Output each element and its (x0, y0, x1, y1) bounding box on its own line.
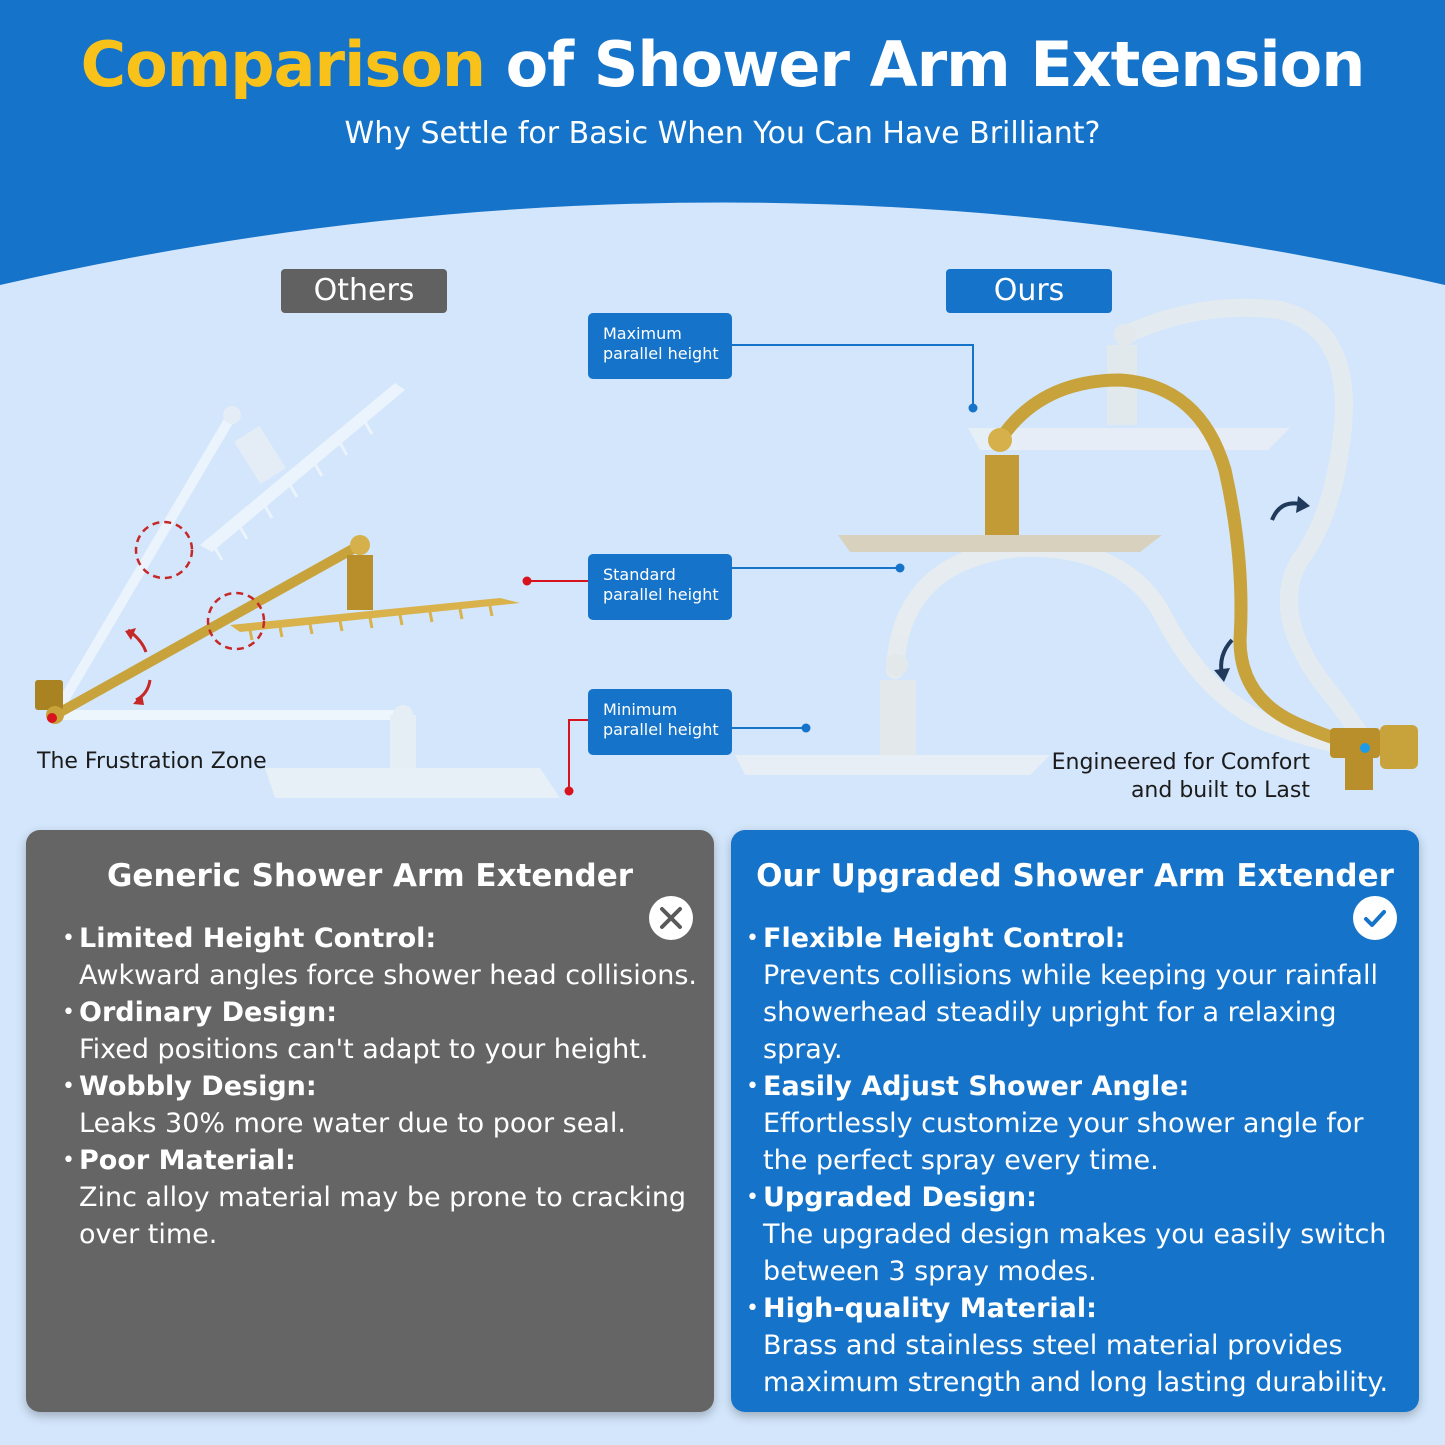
engineered-caption-line1: Engineered for Comfort (1051, 750, 1310, 775)
connector-max (732, 344, 978, 413)
maximum-height-label: Maximum parallel height (588, 313, 732, 379)
list-item: •High-quality Material:Brass and stainle… (746, 1290, 1416, 1401)
generic-feature-list: •Limited Height Control:Awkward angles f… (62, 920, 702, 1253)
ours-faded-arm-min (735, 538, 1354, 775)
minimum-height-line2: parallel height (603, 720, 719, 739)
item-label: Flexible Height Control: (763, 923, 1126, 954)
list-item: •Flexible Height Control:Prevents collis… (746, 920, 1416, 1068)
standard-height-label: Standard parallel height (588, 554, 732, 620)
ours-gold-arm (838, 373, 1418, 790)
item-label: Ordinary Design: (79, 997, 338, 1028)
close-icon (649, 896, 693, 940)
item-label: Wobbly Design: (79, 1071, 317, 1102)
connector-minimum (564, 719, 811, 796)
others-faded-arm-upper (50, 383, 405, 720)
engineered-caption: Engineered for Comfort and built to Last (1020, 749, 1310, 805)
item-text: Brass and stainless steel material provi… (763, 1330, 1389, 1398)
list-item: •Poor Material:Zinc alloy material may b… (62, 1142, 702, 1253)
others-faded-arm-lower (60, 705, 560, 798)
minimum-height-line1: Minimum (603, 700, 678, 719)
title-highlight: Comparison (80, 28, 486, 101)
ours-feature-list: •Flexible Height Control:Prevents collis… (746, 920, 1416, 1401)
maximum-height-line2: parallel height (603, 344, 719, 363)
ours-card: Our Upgraded Shower Arm Extender •Flexib… (731, 830, 1419, 1412)
title-rest: of Shower Arm Extension (505, 28, 1366, 101)
standard-height-line2: parallel height (603, 585, 719, 604)
item-text: Effortlessly customize your shower angle… (763, 1108, 1364, 1176)
collision-marker (206, 591, 266, 651)
list-item: •Upgraded Design:The upgraded design mak… (746, 1179, 1416, 1290)
comparison-illustration (35, 298, 1418, 798)
ours-tag: Ours (946, 269, 1112, 313)
item-text: Prevents collisions while keeping your r… (763, 960, 1378, 1065)
item-text: The upgraded design makes you easily swi… (763, 1219, 1387, 1287)
item-text: Awkward angles force shower head collisi… (79, 960, 697, 991)
collision-marker (134, 520, 194, 580)
list-item: •Limited Height Control:Awkward angles f… (62, 920, 702, 994)
header-band (0, 0, 1445, 285)
others-gold-arm (35, 535, 520, 724)
item-text: Zinc alloy material may be prone to crac… (79, 1182, 687, 1250)
page-title: Comparison of Shower Arm Extension (0, 28, 1445, 101)
item-label: Upgraded Design: (763, 1182, 1037, 1213)
page-subtitle: Why Settle for Basic When You Can Have B… (344, 116, 1101, 151)
ours-faded-arm-max (968, 298, 1374, 754)
check-icon (1353, 896, 1397, 940)
list-item: •Easily Adjust Shower Angle:Effortlessly… (746, 1068, 1416, 1179)
list-item: •Wobbly Design:Leaks 30% more water due … (62, 1068, 702, 1142)
item-label: Limited Height Control: (79, 923, 437, 954)
item-label: Easily Adjust Shower Angle: (763, 1071, 1190, 1102)
standard-height-line1: Standard (603, 565, 676, 584)
connector-standard (522, 563, 905, 586)
list-item: •Ordinary Design:Fixed positions can't a… (62, 994, 702, 1068)
item-text: Leaks 30% more water due to poor seal. (79, 1108, 626, 1139)
item-label: Poor Material: (79, 1145, 296, 1176)
item-text: Fixed positions can't adapt to your heig… (79, 1034, 649, 1065)
item-label: High-quality Material: (763, 1293, 1097, 1324)
generic-card-title: Generic Shower Arm Extender (106, 858, 634, 894)
generic-card: Generic Shower Arm Extender •Limited Hei… (26, 830, 714, 1412)
frustration-caption: The Frustration Zone (37, 749, 267, 774)
engineered-caption-line2: and built to Last (1130, 778, 1310, 803)
others-tag: Others (281, 269, 447, 313)
minimum-height-label: Minimum parallel height (588, 689, 732, 755)
ours-card-title: Our Upgraded Shower Arm Extender (756, 858, 1394, 894)
maximum-height-line1: Maximum (603, 324, 682, 343)
